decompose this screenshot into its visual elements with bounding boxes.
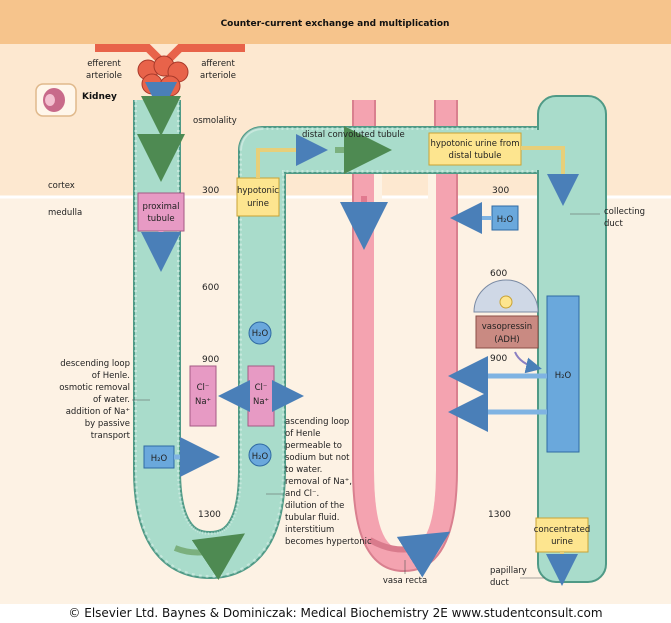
svg-text:by passive: by passive <box>85 419 130 429</box>
collecting-duct-label-1: collecting <box>604 207 645 217</box>
sodium-label-right: Na⁺ <box>253 397 269 407</box>
chloride-label-right: Cl⁻ <box>255 383 268 393</box>
kidney-icon <box>35 83 77 117</box>
svg-text:addition of Na⁺: addition of Na⁺ <box>66 407 130 417</box>
medulla-label: medulla <box>48 208 82 218</box>
ion-exchange <box>189 365 304 427</box>
diagram-title: Counter-current exchange and multiplicat… <box>221 19 450 29</box>
papillary-duct-label-1: papillary <box>490 566 527 576</box>
copyright-footer: © Elsevier Ltd. Baynes & Dominiczak: Med… <box>68 606 603 620</box>
svg-text:dilution of the: dilution of the <box>285 501 344 511</box>
osmolality-right-600: 600 <box>490 269 507 279</box>
hypotonic-urine-label-1: hypotonic <box>237 186 279 196</box>
svg-text:of Henle.: of Henle. <box>92 371 130 381</box>
cortex-label: cortex <box>48 181 75 191</box>
osmolality-left-900: 900 <box>202 355 219 365</box>
svg-text:of Henle: of Henle <box>285 429 321 439</box>
efferent-label-2: arteriole <box>86 71 122 81</box>
efferent-label-1: efferent <box>87 59 121 69</box>
descending-loop-text: descending loop of Henle. osmotic remova… <box>59 359 130 441</box>
svg-text:to water.: to water. <box>285 465 322 475</box>
svg-text:descending loop: descending loop <box>60 359 130 369</box>
svg-text:tubular fluid.: tubular fluid. <box>285 513 339 523</box>
flow-arrows <box>137 96 451 580</box>
hypotonic-urine-box <box>236 134 328 217</box>
afferent-label-2: arteriole <box>200 71 236 81</box>
svg-text:removal of Na⁺,: removal of Na⁺, <box>285 477 352 487</box>
svg-text:osmotic removal: osmotic removal <box>59 383 130 393</box>
concentrated-urine-box <box>535 517 589 586</box>
proximal-tubule-label-2: tubule <box>147 214 174 224</box>
concentrated-urine-label-2: urine <box>551 537 573 547</box>
water-label-3: H₂O <box>151 454 168 464</box>
svg-text:permeable to: permeable to <box>285 441 342 451</box>
proximal-tubule-box <box>137 192 185 272</box>
svg-text:ascending loop: ascending loop <box>285 417 349 427</box>
osmolality-left-1300: 1300 <box>198 510 221 520</box>
svg-text:interstitium: interstitium <box>285 525 334 535</box>
vasopressin-label-1: vasopressin <box>482 322 532 332</box>
water-markers <box>143 202 580 477</box>
kidney-label: Kidney <box>82 92 117 102</box>
proximal-tubule-label-1: proximal <box>143 202 180 212</box>
osmolality-right-1300: 1300 <box>488 510 511 520</box>
vasopressin-receptor <box>473 279 542 374</box>
collecting-duct-label-2: duct <box>604 219 623 229</box>
svg-text:becomes hypertonic: becomes hypertonic <box>285 537 372 547</box>
hypotonic-urine-label-2: urine <box>247 199 269 209</box>
svg-text:transport: transport <box>91 431 131 441</box>
concentrated-urine-label-1: concentrated <box>534 525 591 535</box>
water-label-5: H₂O <box>555 371 572 381</box>
vasa-recta-label: vasa recta <box>383 576 427 586</box>
ascending-loop-text: ascending loop of Henle permeable to sod… <box>285 417 372 547</box>
afferent-label-1: afferent <box>201 59 235 69</box>
chloride-label-left: Cl⁻ <box>197 383 210 393</box>
osmolality-right-900: 900 <box>490 354 507 364</box>
osmolality-left-300: 300 <box>202 186 219 196</box>
hypotonic-distal-label-1: hypotonic urine from <box>430 139 519 149</box>
distal-convoluted-label: distal convoluted tubule <box>302 130 405 140</box>
water-label-2: H₂O <box>252 452 269 462</box>
osmolality-label: osmolality <box>193 116 237 126</box>
sodium-label-left: Na⁺ <box>195 397 211 407</box>
water-label-4: H₂O <box>497 215 514 225</box>
water-label-1: H₂O <box>252 329 269 339</box>
papillary-duct-label-2: duct <box>490 578 509 588</box>
vasopressin-label-2: (ADH) <box>494 335 519 345</box>
title-band <box>0 0 671 44</box>
svg-text:and Cl⁻.: and Cl⁻. <box>285 489 319 499</box>
osmolality-left-600: 600 <box>202 283 219 293</box>
hypotonic-distal-box <box>428 132 579 206</box>
glomerulus <box>95 44 245 114</box>
osmolality-right-300: 300 <box>492 186 509 196</box>
counter-current-diagram: Counter-current exchange and multiplicat… <box>0 0 671 604</box>
svg-text:sodium but not: sodium but not <box>285 453 350 463</box>
svg-text:of water.: of water. <box>93 395 130 405</box>
hypotonic-distal-label-2: distal tubule <box>449 151 502 161</box>
